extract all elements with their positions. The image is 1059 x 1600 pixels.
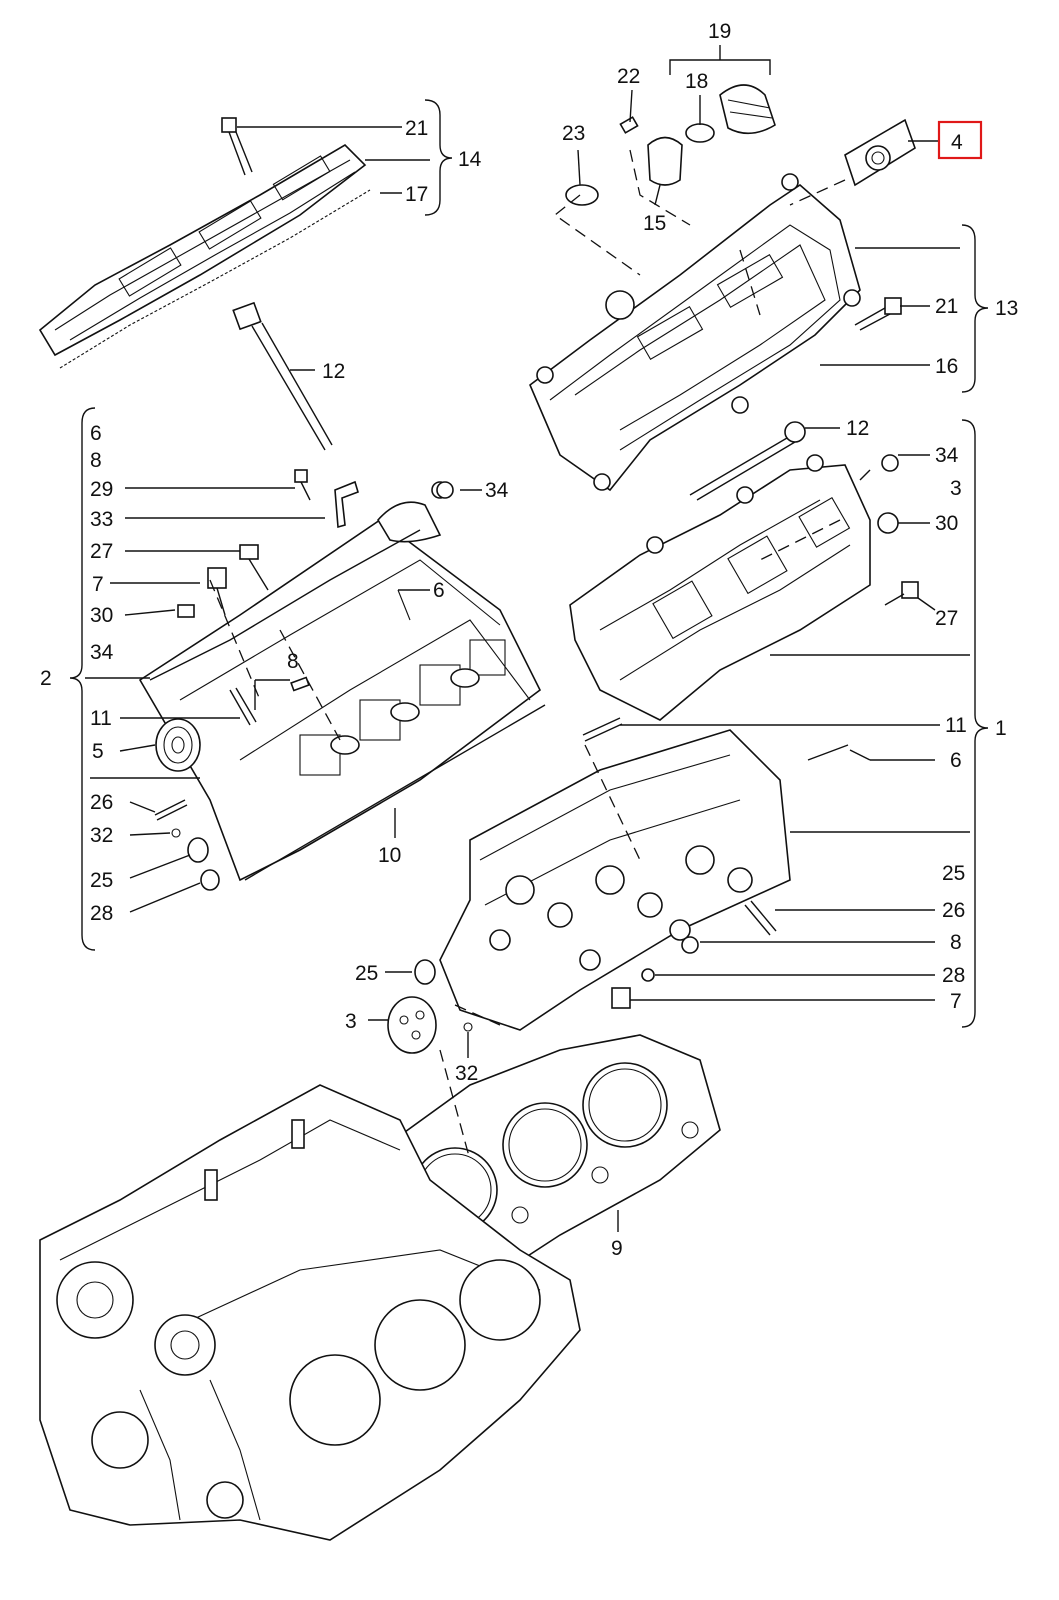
leader-lines — [69, 45, 989, 1232]
left-valve-cover — [38, 143, 371, 369]
right-cover-bolt — [854, 297, 902, 331]
callout-19: 19 — [708, 20, 731, 43]
callout-6: 6 — [90, 422, 102, 445]
long-head-bolt-right — [689, 421, 806, 501]
cam-sprocket-5 — [155, 718, 201, 772]
callout-3: 3 — [345, 1010, 357, 1033]
oil-filler-cap-group — [565, 84, 776, 206]
callout-27: 27 — [90, 540, 113, 563]
alignment-dashes — [209, 149, 846, 1161]
callout-21: 21 — [405, 117, 428, 140]
callout-15: 15 — [643, 212, 666, 235]
left-camshaft-housing — [138, 501, 546, 882]
callout-10: 10 — [378, 844, 401, 867]
callout-32: 32 — [455, 1062, 478, 1085]
callout-labels: 21 14 17 12 19 22 18 23 15 4 21 13 16 12… — [40, 20, 1018, 1260]
cam-adjuster-3 — [387, 959, 473, 1054]
engine-block — [39, 1084, 581, 1541]
callout-28: 28 — [90, 902, 113, 925]
callout-1: 1 — [995, 717, 1007, 740]
callout-4: 4 — [951, 131, 963, 154]
callout-32: 32 — [90, 824, 113, 847]
cover-seal-plate — [844, 118, 916, 187]
callout-9: 9 — [611, 1237, 623, 1260]
callout-17: 17 — [405, 183, 428, 206]
callout-34: 34 — [90, 641, 114, 664]
callout-12: 12 — [846, 417, 869, 440]
right-camshaft-housing — [569, 454, 871, 721]
callout-6: 6 — [950, 749, 962, 772]
right-small-parts — [582, 454, 919, 761]
callout-5: 5 — [92, 740, 104, 763]
callout-6: 6 — [433, 579, 445, 602]
callout-13: 13 — [995, 297, 1018, 320]
callout-12: 12 — [322, 360, 345, 383]
callout-26: 26 — [90, 791, 113, 814]
callout-8: 8 — [950, 931, 962, 954]
callout-3: 3 — [950, 477, 962, 500]
right-valve-cover — [529, 173, 861, 492]
callout-30: 30 — [90, 604, 113, 627]
callout-27: 27 — [935, 607, 958, 630]
callout-34: 34 — [485, 479, 509, 502]
callout-8: 8 — [90, 449, 102, 472]
callout-29: 29 — [90, 478, 113, 501]
callout-16: 16 — [935, 355, 958, 378]
callout-11: 11 — [90, 707, 112, 730]
callout-34: 34 — [935, 444, 959, 467]
callout-18: 18 — [685, 70, 708, 93]
callout-8: 8 — [287, 650, 299, 673]
long-head-bolt-left — [232, 301, 333, 451]
callout-7: 7 — [92, 573, 104, 596]
callout-28: 28 — [942, 964, 965, 987]
left-small-parts — [154, 469, 454, 891]
callout-26: 26 — [942, 899, 965, 922]
callout-25: 25 — [355, 962, 378, 985]
highlight-box-4 — [937, 120, 983, 160]
callout-23: 23 — [562, 122, 585, 145]
callout-11: 11 — [945, 714, 967, 737]
callout-7: 7 — [950, 990, 962, 1013]
callout-25: 25 — [90, 869, 113, 892]
callout-14: 14 — [458, 148, 482, 171]
callout-22: 22 — [617, 65, 640, 88]
callout-25: 25 — [942, 862, 965, 885]
left-cover-bolt — [221, 117, 253, 176]
cylinder-head — [439, 729, 791, 1031]
callout-21: 21 — [935, 295, 958, 318]
callout-30: 30 — [935, 512, 958, 535]
callout-2: 2 — [40, 667, 52, 690]
callout-33: 33 — [90, 508, 113, 531]
